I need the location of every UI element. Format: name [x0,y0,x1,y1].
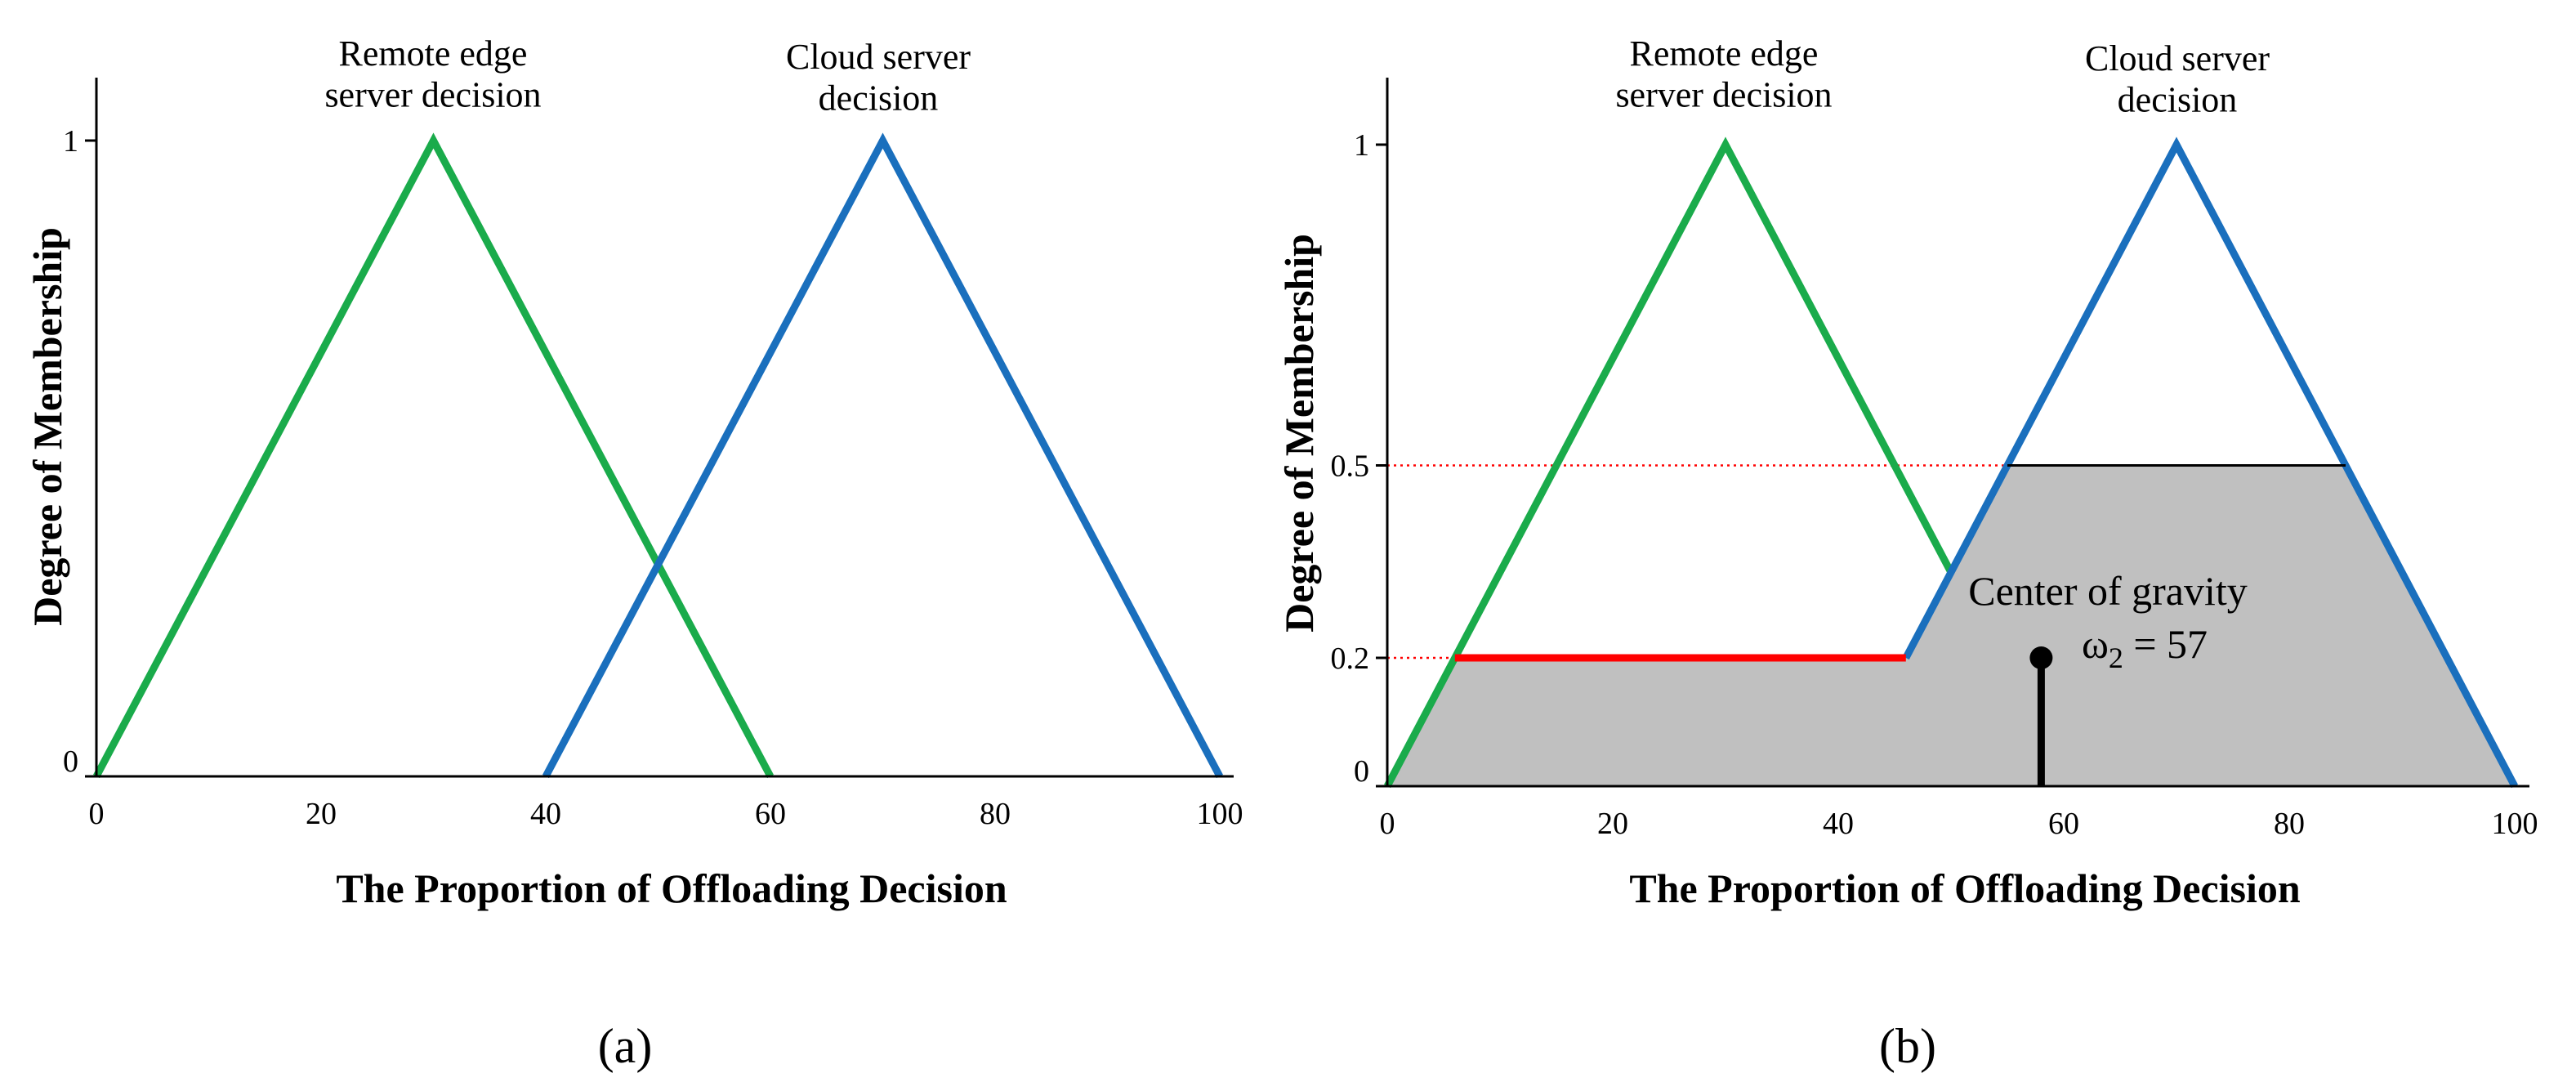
panel-a-y-tick-label: 0 [63,744,78,779]
panel-b-x-tick-label: 60 [2048,807,2079,841]
label-line: Cloud server [2085,38,2270,78]
panel-a-x-tick-label: 80 [980,797,1011,831]
panel-b-x-tick-label: 20 [1597,807,1628,841]
label-line: decision [819,78,939,118]
panel-b-series-line-edge [1384,136,1954,789]
panel-b-centroid-subscript: 2 [2109,642,2123,674]
panel-b-x-tick-label: 0 [1380,807,1395,841]
label-line: server decision [324,75,541,115]
label-line: decision [2118,80,2238,120]
panel-b-aggregated-region [1387,465,2515,786]
panel-a-series-line-cloud [542,132,1223,779]
label-line: Remote edge [1630,34,1819,74]
panel-b-series-line-cloud [1902,136,2518,789]
panel-b-centroid-marker [2029,646,2053,669]
panel-b-centroid-number: = 57 [2123,621,2208,667]
label-line: Cloud server [786,37,971,77]
panel-a-x-tick-label: 0 [89,797,105,831]
panel-b-centroid-title: Center of gravity [1968,568,2248,614]
panel-b-label: (b) [1879,1019,1936,1073]
panel-a-y-axis-title: Degree of Membership [25,227,70,626]
panel-a-y-ticks: 01 [63,124,96,779]
panel-b-y-tick-label: 0.2 [1331,642,1370,676]
panel-a-x-tick-label: 100 [1197,797,1243,831]
label-line: Remote edge [339,34,528,74]
panel-b-y-axis-title: Degree of Membership [1276,234,1322,633]
panel-a-x-ticks: 0 20 40 60 80 100 [89,797,1243,831]
panel-b-centroid-symbol: ω [2082,621,2109,667]
panel-b-x-tick-label: 80 [2274,807,2305,841]
panel-a-series-layer [93,132,1223,779]
panel-a-y-tick-label: 1 [63,124,78,159]
panel-b-reference-lines [1387,464,2007,660]
panel-b-x-tick-label: 100 [2492,807,2538,841]
panel-a-series-line-edge [93,132,774,779]
panel-b-x-tick-label: 40 [1823,807,1854,841]
panel-b-x-ticks: 0 20 40 60 80 100 [1380,807,2538,841]
panel-b-y-tick-label: 1 [1354,128,1369,163]
panel-a-x-axis-title: The Proportion of Offloading Decision [336,865,1007,911]
panel-b-y-ticks: 0 0.2 0.5 1 [1331,128,1387,789]
panel-b-centroid-value: ω2 = 57 [2082,621,2208,674]
label-line: server decision [1615,75,1832,115]
panel-b-x-axis-title: The Proportion of Offloading Decision [1629,865,2301,911]
panel-a-x-tick-label: 40 [530,797,561,831]
panel-a-x-tick-label: 20 [306,797,337,831]
panel-b-y-tick-label: 0 [1354,754,1369,789]
panel-b-series-layer [1384,136,2518,789]
panel-a-label: (a) [598,1019,653,1073]
panel-b-y-tick-label: 0.5 [1331,449,1370,484]
panel-a-x-tick-label: 60 [755,797,786,831]
